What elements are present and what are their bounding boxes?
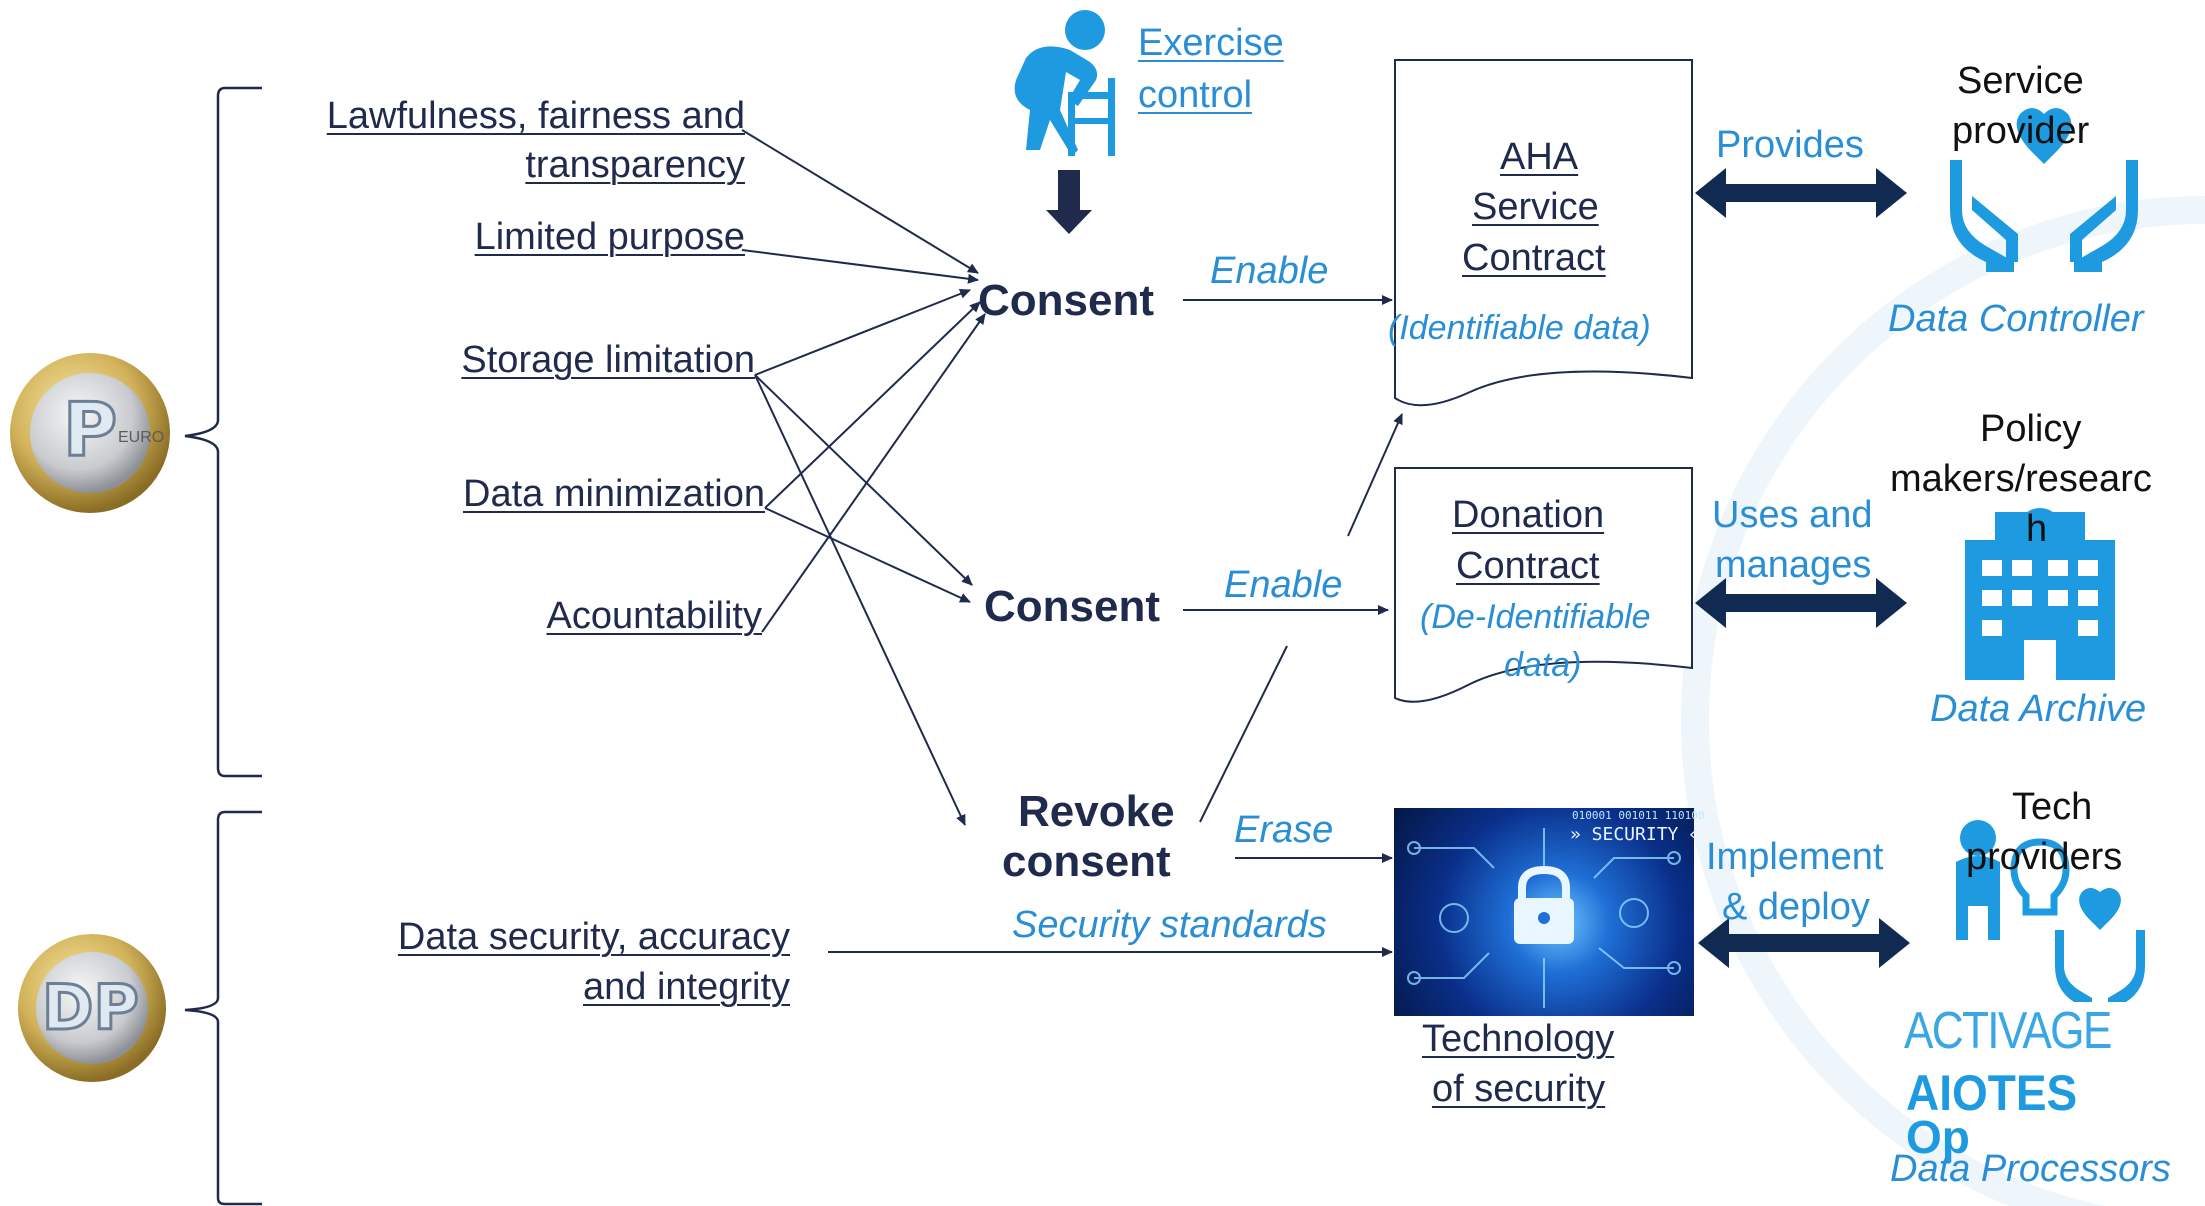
security-standards-label: Security standards xyxy=(1012,904,1327,946)
aiotes-logo: AIOTES xyxy=(1906,1065,2078,1121)
coin-p-small-text: EURO xyxy=(118,429,165,446)
hands-heart-icon xyxy=(1950,108,2138,272)
donation-contract-note1: (De-Identifiable xyxy=(1420,598,1651,636)
tech-providers-line2: providers xyxy=(1966,836,2123,878)
security-technology-image: » SECURITY « 010001 001011 110100 xyxy=(1394,808,1704,1016)
technology-security-line2: of security xyxy=(1432,1068,1606,1110)
principle-limited-purpose: Limited purpose xyxy=(474,216,745,258)
exercise-control-line2: control xyxy=(1138,74,1253,116)
tech-providers-line1: Tech xyxy=(2012,786,2093,828)
bracket-principles xyxy=(184,86,262,778)
double-arrow-uses xyxy=(1695,578,1907,628)
policy-makers-line3: h xyxy=(2026,508,2048,550)
implement-deploy-line2: & deploy xyxy=(1722,886,1870,928)
coin-dp-icon xyxy=(18,934,166,1082)
exercise-control-line1: Exercise xyxy=(1138,22,1284,64)
coin-p-icon xyxy=(10,353,170,513)
principle-storage-limitation: Storage limitation xyxy=(461,339,755,381)
uses-manages-line2: manages xyxy=(1715,544,1872,586)
implement-deploy-line1: Implement xyxy=(1706,836,1884,878)
hospital-building-icon xyxy=(1965,508,2115,680)
service-provider-line2: provider xyxy=(1952,110,2090,152)
enable-label-2: Enable xyxy=(1224,564,1343,606)
donation-contract-note2: data) xyxy=(1504,646,1582,684)
service-provider-line1: Service xyxy=(1957,60,2084,102)
data-processors-label: Data Processors xyxy=(1890,1148,2171,1190)
double-arrow-provides xyxy=(1695,168,1907,218)
donation-contract-line1: Donation xyxy=(1452,494,1605,536)
principle-lawfulness-line2: transparency xyxy=(525,144,745,186)
principle-data-security-line1: Data security, accuracy xyxy=(397,916,790,958)
consent-node-2: Consent xyxy=(984,582,1160,631)
op-logo: Op xyxy=(1906,1111,1970,1163)
security-banner: » SECURITY « xyxy=(1570,824,1701,845)
principle-data-security-line2: and integrity xyxy=(582,966,790,1008)
aha-contract-line1: AHA xyxy=(1500,136,1579,178)
policy-makers-line1: Policy xyxy=(1980,408,2082,450)
aha-contract-note: (Identifiable data) xyxy=(1388,309,1651,347)
principle-accountability: Acountability xyxy=(546,595,762,637)
provides-label: Provides xyxy=(1716,124,1864,166)
tech-provider-person-icon xyxy=(1956,820,2070,940)
coin-dp-letters: DP xyxy=(41,971,141,1044)
policy-makers-line2: makers/researc xyxy=(1890,458,2152,500)
lock-icon xyxy=(1514,865,1574,944)
donation-contract-line2: Contract xyxy=(1456,545,1600,587)
activage-logo: ACTIVAGE xyxy=(1904,1002,2112,1060)
enable-label-1: Enable xyxy=(1210,250,1329,292)
exercise-arrow xyxy=(1058,170,1080,212)
data-archive-label: Data Archive xyxy=(1930,688,2147,730)
revoke-consent-line1: Revoke xyxy=(1018,787,1175,836)
bracket-data-protection xyxy=(184,810,262,1206)
tech-hands-heart-icon xyxy=(2055,888,2145,1002)
double-arrow-implement xyxy=(1698,918,1910,968)
principle-lawfulness-line1: Lawfulness, fairness and xyxy=(326,95,745,137)
uses-manages-line1: Uses and xyxy=(1712,494,1873,536)
technology-security-line1: Technology xyxy=(1422,1018,1615,1060)
donation-contract-doc xyxy=(1394,467,1693,703)
erase-label: Erase xyxy=(1234,809,1334,851)
security-binary: 010001 001011 110100 xyxy=(1572,809,1705,822)
principle-data-minimization: Data minimization xyxy=(463,473,765,515)
aha-contract-doc xyxy=(1394,59,1693,407)
data-controller-label: Data Controller xyxy=(1888,298,2144,340)
aha-contract-line2: Service xyxy=(1472,186,1599,228)
aha-contract-line3: Contract xyxy=(1462,237,1606,279)
coin-p-letter: P xyxy=(61,387,118,473)
consent-node-1: Consent xyxy=(978,276,1154,325)
revoke-consent-line2: consent xyxy=(1002,837,1171,886)
